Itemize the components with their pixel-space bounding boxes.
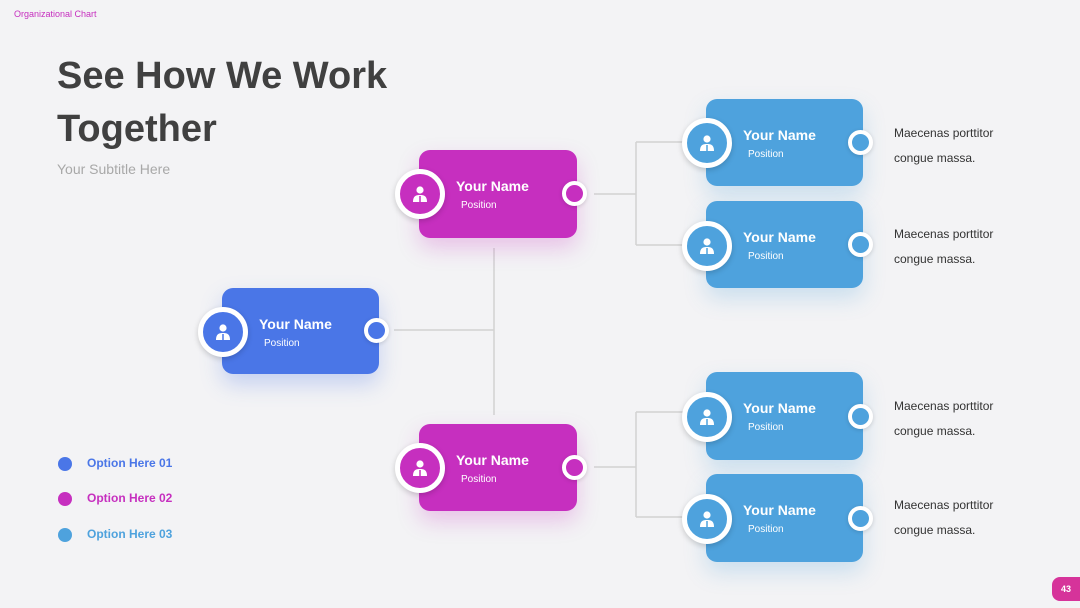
node-position: Position bbox=[461, 200, 497, 211]
page-number-badge: 43 bbox=[1052, 577, 1080, 601]
node-position: Position bbox=[748, 422, 784, 433]
avatar bbox=[395, 169, 445, 219]
node-name: Your Name bbox=[743, 127, 816, 143]
leaf-note: Maecenas porttitor congue massa. bbox=[894, 399, 994, 438]
user-icon bbox=[413, 186, 427, 202]
legend-label: Option Here 01 bbox=[87, 456, 173, 470]
node-position: Position bbox=[264, 338, 300, 349]
node-name: Your Name bbox=[456, 452, 529, 468]
org-node-mid-bottom: Your Name Position bbox=[419, 424, 577, 511]
avatar bbox=[395, 443, 445, 493]
node-name: Your Name bbox=[259, 316, 332, 332]
node-connector-dot bbox=[848, 130, 873, 155]
page-title: See How We Work Together bbox=[57, 55, 388, 150]
node-name: Your Name bbox=[743, 229, 816, 245]
avatar bbox=[682, 494, 732, 544]
node-position: Position bbox=[748, 524, 784, 535]
node-name: Your Name bbox=[743, 502, 816, 518]
leaf-note: Maecenas porttitor congue massa. bbox=[894, 498, 994, 537]
header-label: Organizational Chart bbox=[14, 9, 97, 19]
node-name: Your Name bbox=[456, 178, 529, 194]
page-subtitle: Your Subtitle Here bbox=[57, 161, 171, 177]
legend-dot bbox=[58, 528, 72, 542]
avatar bbox=[682, 392, 732, 442]
node-position: Position bbox=[461, 474, 497, 485]
user-icon bbox=[700, 511, 714, 527]
leaf-note: Maecenas porttitor congue massa. bbox=[894, 126, 994, 165]
user-icon bbox=[700, 238, 714, 254]
user-icon bbox=[700, 409, 714, 425]
avatar bbox=[682, 221, 732, 271]
org-node-leaf-3: Your Name Position bbox=[706, 372, 863, 460]
node-name: Your Name bbox=[743, 400, 816, 416]
legend-dot bbox=[58, 457, 72, 471]
node-position: Position bbox=[748, 251, 784, 262]
node-connector-dot bbox=[848, 232, 873, 257]
node-connector-dot bbox=[848, 404, 873, 429]
org-node-leaf-4: Your Name Position bbox=[706, 474, 863, 562]
legend-label: Option Here 02 bbox=[87, 491, 173, 505]
legend-label: Option Here 03 bbox=[87, 527, 173, 541]
node-connector-dot bbox=[562, 181, 587, 206]
org-node-leaf-1: Your Name Position bbox=[706, 99, 863, 186]
node-connector-dot bbox=[562, 455, 587, 480]
avatar bbox=[682, 118, 732, 168]
user-icon bbox=[216, 324, 230, 340]
node-connector-dot bbox=[364, 318, 389, 343]
node-connector-dot bbox=[848, 506, 873, 531]
org-node-mid-top: Your Name Position bbox=[419, 150, 577, 238]
avatar bbox=[198, 307, 248, 357]
org-node-root: Your Name Position bbox=[222, 288, 379, 374]
org-node-leaf-2: Your Name Position bbox=[706, 201, 863, 288]
legend-dot bbox=[58, 492, 72, 506]
user-icon bbox=[413, 460, 427, 476]
user-icon bbox=[700, 135, 714, 151]
node-position: Position bbox=[748, 149, 784, 160]
leaf-note: Maecenas porttitor congue massa. bbox=[894, 227, 994, 266]
